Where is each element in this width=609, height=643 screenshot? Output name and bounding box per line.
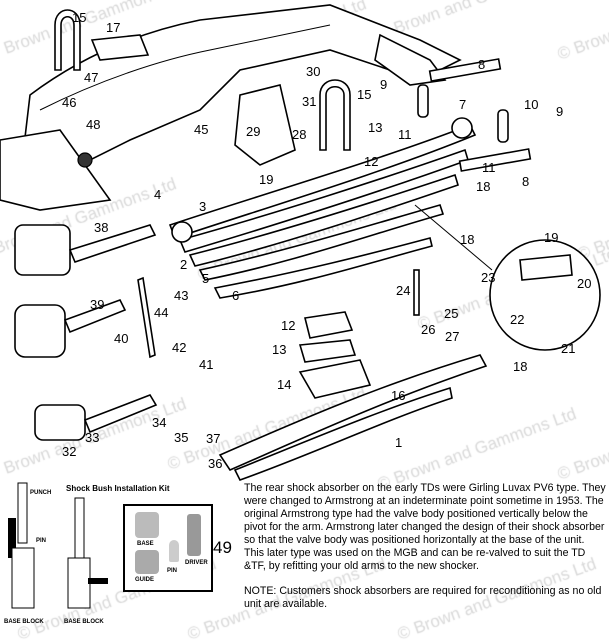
callout-19: 19: [259, 172, 273, 187]
callout-14: 14: [277, 377, 291, 392]
callout-38: 38: [94, 220, 108, 235]
callout-8: 8: [478, 57, 485, 72]
callout-11: 11: [398, 127, 412, 142]
callout-41: 41: [199, 357, 213, 372]
callout-16: 16: [391, 388, 405, 403]
bump-rubber-icon: [90, 34, 150, 61]
callout-25: 25: [444, 306, 458, 321]
callout-13: 13: [368, 120, 382, 135]
callout-40: 40: [114, 331, 128, 346]
callout-24: 24: [396, 283, 410, 298]
callout-5: 5: [202, 271, 209, 286]
callout-15: 15: [72, 10, 86, 25]
callout-35: 35: [174, 430, 188, 445]
label-punch: PUNCH: [30, 490, 52, 496]
callout-39: 39: [90, 297, 104, 312]
callout-12: 12: [364, 154, 378, 169]
check-strap-icon: [234, 84, 296, 166]
callout-12: 12: [281, 318, 295, 333]
callout-30: 30: [306, 64, 320, 79]
callout-20: 20: [577, 276, 591, 291]
callout-29: 29: [246, 124, 260, 139]
bush-detail-inset: [414, 204, 601, 351]
label-base-block-2: BASE BLOCK: [64, 619, 104, 625]
leaf-spring-upper: [168, 117, 477, 299]
spring-plate-12: [304, 311, 354, 339]
label-pin-small: PIN: [167, 568, 178, 574]
callout-18: 18: [460, 232, 474, 247]
callout-26: 26: [421, 322, 435, 337]
leaf-spring-lower-leaf: [233, 386, 453, 481]
callout-31: 31: [302, 94, 316, 109]
spring-plate-13: [298, 339, 357, 363]
description-text: The rear shock absorber on the early TDs…: [244, 482, 606, 572]
callout-9: 9: [556, 104, 563, 119]
punch-tool-drawings: [8, 482, 108, 609]
callout-43: 43: [174, 288, 188, 303]
label-pin: PIN: [36, 538, 47, 544]
kit-title: Shock Bush Installation Kit: [66, 484, 170, 493]
callout-10: 10: [524, 97, 538, 112]
callout-47: 47: [84, 70, 98, 85]
leaf-spring-lower: [218, 354, 488, 472]
description: The rear shock absorber on the early TDs…: [244, 482, 606, 623]
callout-21: 21: [561, 341, 575, 356]
callout-34: 34: [152, 415, 166, 430]
shock-absorber-32: [34, 394, 158, 441]
callout-22: 22: [510, 312, 524, 327]
callout-15: 15: [357, 87, 371, 102]
callout-2: 2: [180, 257, 187, 272]
callout-36: 36: [208, 456, 222, 471]
callout-11: 11: [482, 160, 496, 175]
callout-44: 44: [154, 305, 168, 320]
callout-49: 49: [213, 538, 232, 557]
callout-19: 19: [544, 230, 558, 245]
callout-4: 4: [154, 187, 161, 202]
callout-46: 46: [62, 95, 76, 110]
kit-photo-box: BASE GUIDE PIN DRIVER: [123, 504, 213, 592]
u-bolt-centre-icon: [319, 79, 351, 151]
callout-8: 8: [522, 174, 529, 189]
callout-13: 13: [272, 342, 286, 357]
shock-absorber-38: [14, 224, 157, 276]
shock-link-icon: [137, 276, 156, 359]
callout-7: 7: [459, 97, 466, 112]
spring-plate-14: [298, 359, 372, 399]
callout-37: 37: [206, 431, 220, 446]
callout-27: 27: [445, 329, 459, 344]
callout-6: 6: [232, 288, 239, 303]
callout-33: 33: [85, 430, 99, 445]
label-base: BASE: [137, 541, 154, 547]
shock-absorber-39: [14, 299, 127, 358]
callout-42: 42: [172, 340, 186, 355]
callout-3: 3: [199, 199, 206, 214]
callout-32: 32: [62, 444, 76, 459]
callout-45: 45: [194, 122, 208, 137]
callout-18: 18: [476, 179, 490, 194]
callout-28: 28: [292, 127, 306, 142]
callout-1: 1: [395, 435, 402, 450]
bolt-24: [413, 269, 420, 316]
shackle-parts: [417, 58, 532, 172]
label-guide: GUIDE: [135, 577, 155, 583]
label-driver: DRIVER: [185, 560, 208, 566]
callout-18: 18: [513, 359, 527, 374]
label-base-block-1: BASE BLOCK: [4, 619, 44, 625]
u-bolt-icon: [54, 9, 81, 71]
description-note: NOTE: Customers shock absorbers are requ…: [244, 585, 602, 610]
callout-17: 17: [106, 20, 120, 35]
callout-23: 23: [481, 270, 495, 285]
callout-48: 48: [86, 117, 100, 132]
callout-9: 9: [380, 77, 387, 92]
